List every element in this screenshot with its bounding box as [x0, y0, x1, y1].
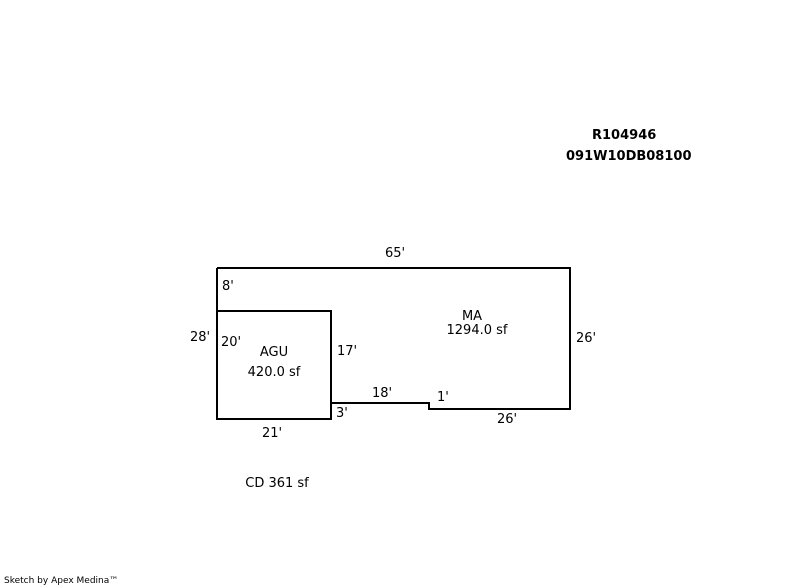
deck-label: CD 361 sf	[245, 476, 309, 491]
dim-top: 65'	[384, 246, 406, 261]
main-area-size: 1294.0 sf	[446, 323, 508, 338]
dim-bottom-right: 26'	[496, 412, 518, 427]
dim-right: 26'	[576, 331, 597, 346]
dim-middle-run: 18'	[371, 386, 393, 401]
dim-jog: 1'	[437, 390, 449, 405]
dim-step-down: 3'	[336, 406, 348, 421]
map-number: 091W10DB08100	[566, 149, 692, 164]
dim-garage-bottom: 21'	[261, 426, 283, 441]
garage-area-size: 420.0 sf	[247, 365, 301, 380]
dim-garage-right: 17'	[337, 344, 358, 359]
main-area-code: MA	[461, 309, 483, 324]
sketch-credit: Sketch by Apex Medina™	[4, 576, 119, 586]
dim-garage-left: 20'	[221, 335, 242, 350]
dim-left-top: 8'	[222, 279, 234, 294]
dim-left-total: 28'	[190, 330, 211, 345]
garage-code: AGU	[259, 345, 289, 360]
main-area-outline	[217, 267, 571, 410]
garage-outline	[216, 310, 332, 420]
parcel-id: R104946	[592, 128, 657, 143]
